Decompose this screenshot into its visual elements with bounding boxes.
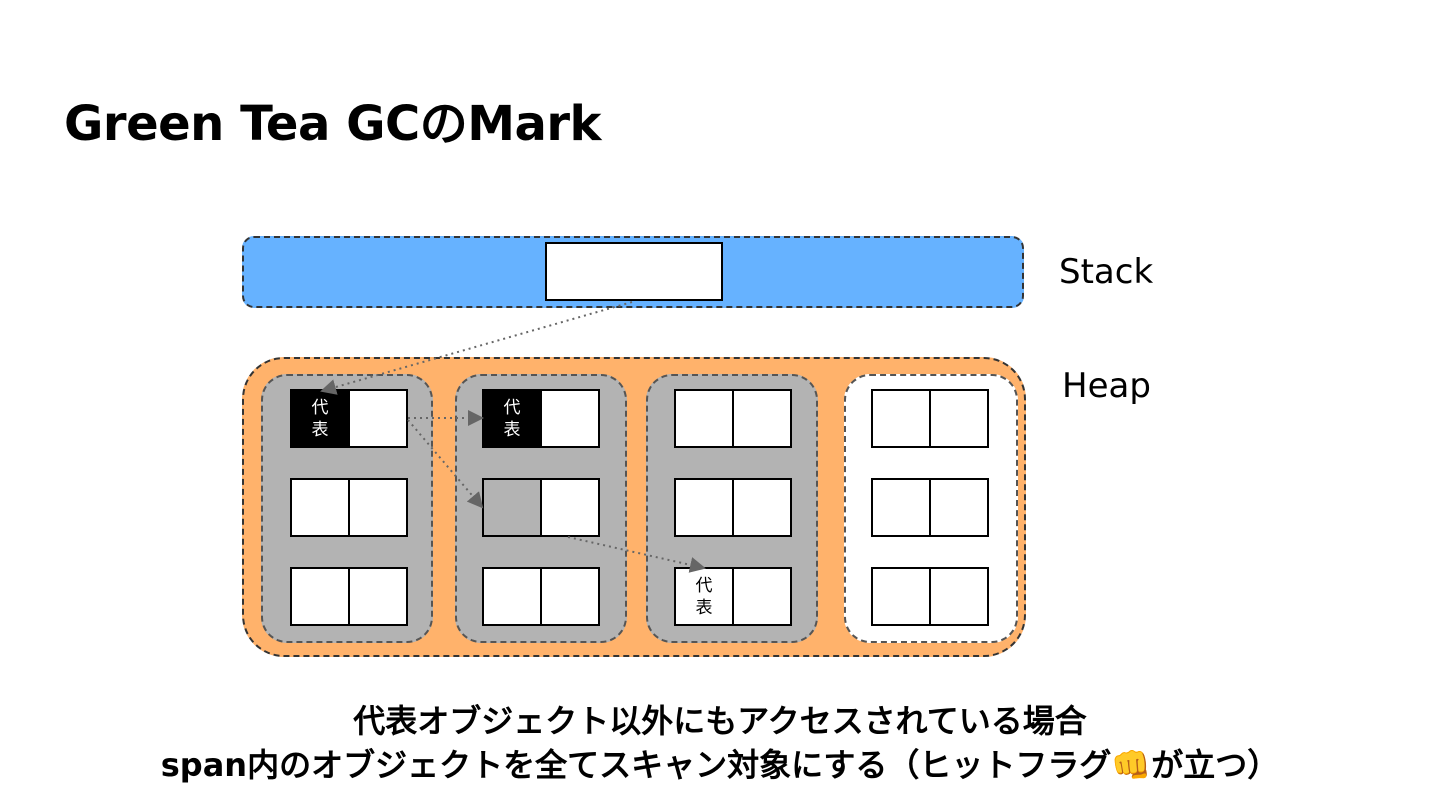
object-cell — [540, 478, 600, 537]
object-cell — [540, 389, 600, 448]
object-cell — [290, 478, 350, 537]
rep-char-bottom: 表 — [695, 597, 713, 618]
object-cell — [674, 389, 734, 448]
object-cell — [674, 478, 734, 537]
caption-line-2: span内のオブジェクトを全てスキャン対象にする（ヒットフラグ👊が立つ） — [160, 746, 1280, 784]
rep-char-top: 代 — [695, 575, 713, 596]
object-cell — [929, 567, 989, 626]
object-representative: 代 表 — [290, 389, 350, 448]
object-cell — [871, 567, 931, 626]
stack-label: Stack — [1059, 252, 1154, 292]
stack-slot — [545, 242, 723, 301]
rep-char-bottom: 表 — [503, 419, 521, 440]
object-cell — [540, 567, 600, 626]
object-cell — [871, 389, 931, 448]
object-cell — [348, 389, 408, 448]
caption-line-1: 代表オブジェクト以外にもアクセスされている場合 — [353, 702, 1087, 740]
object-cell — [290, 567, 350, 626]
object-cell — [348, 478, 408, 537]
heap-label: Heap — [1062, 366, 1151, 406]
object-cell-marked — [482, 478, 542, 537]
object-cell — [732, 389, 792, 448]
object-cell — [482, 567, 542, 626]
object-cell — [929, 389, 989, 448]
object-cell — [348, 567, 408, 626]
rep-char-top: 代 — [311, 397, 329, 418]
object-cell — [732, 478, 792, 537]
page-title: Green Tea GCのMark — [64, 96, 601, 152]
rep-char-bottom: 表 — [311, 419, 329, 440]
object-cell — [871, 478, 931, 537]
object-cell — [732, 567, 792, 626]
object-representative: 代 表 — [482, 389, 542, 448]
object-cell — [929, 478, 989, 537]
rep-char-top: 代 — [503, 397, 521, 418]
object-representative-unmarked: 代 表 — [674, 567, 734, 626]
